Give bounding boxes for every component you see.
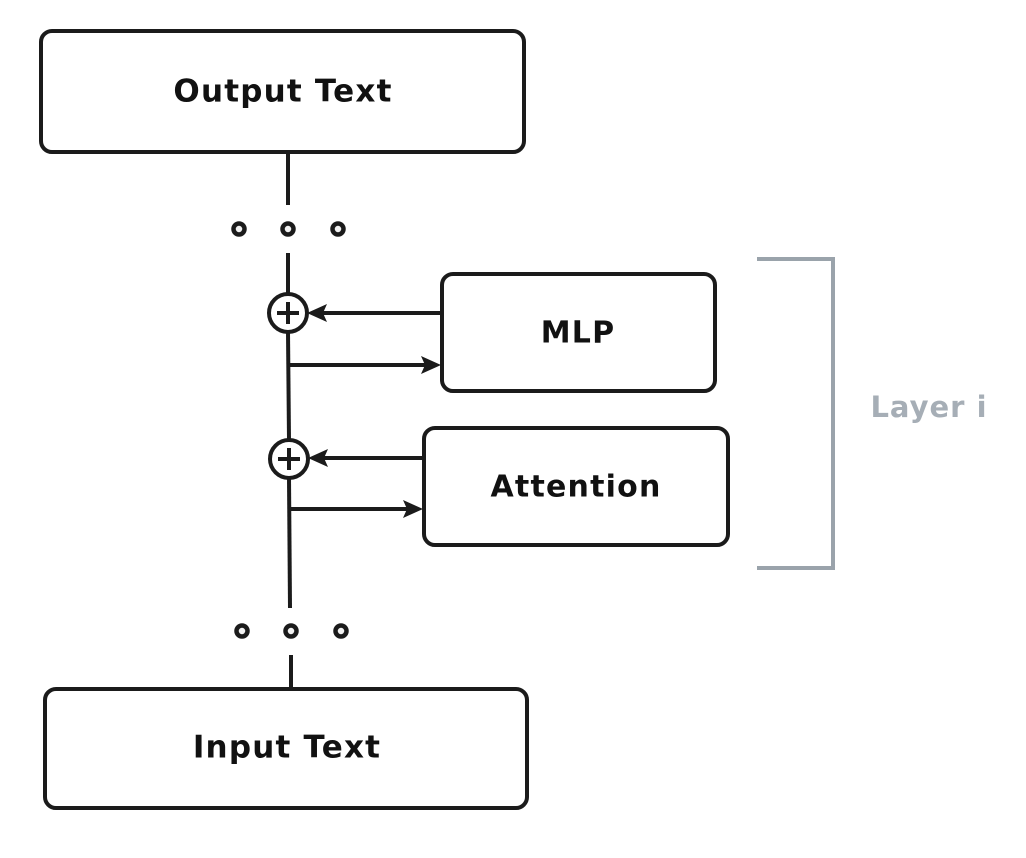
arrowhead-mlp-to-add — [307, 304, 327, 322]
ellipsis-dot-top-right — [330, 221, 346, 237]
node-output-text[interactable]: Output Text — [39, 29, 526, 154]
operator-residual-add-bottom[interactable] — [268, 438, 310, 480]
ellipsis-dot-bottom-left — [234, 623, 250, 639]
ellipsis-dot-bottom-mid — [283, 623, 299, 639]
layer-bracket-group: Layer i — [757, 257, 987, 570]
mlp-box[interactable] — [440, 272, 717, 393]
wire-attn-add-to-ellipsis — [287, 477, 292, 609]
node-mlp[interactable]: MLP — [440, 272, 717, 393]
operator-residual-add-top[interactable] — [267, 292, 309, 334]
wire-mlp-add-to-attn-add — [286, 331, 291, 441]
ellipsis-dot-top-left — [231, 221, 247, 237]
arrowhead-attention-to-add — [308, 449, 328, 467]
output-text-label: Output Text — [173, 74, 392, 110]
mlp-label: MLP — [541, 316, 616, 351]
ellipsis-dot-bottom-right — [333, 623, 349, 639]
ellipsis-dot-top-mid — [280, 221, 296, 237]
mlp-wires — [289, 304, 442, 374]
layer-bracket-label: Layer i — [870, 390, 987, 424]
layer-bracket-icon — [757, 257, 835, 570]
attention-wires — [290, 449, 424, 518]
node-attention[interactable]: Attention — [422, 426, 730, 547]
attention-label: Attention — [491, 470, 662, 505]
ellipsis-top — [231, 221, 346, 237]
arrowhead-stream-to-mlp — [421, 356, 441, 374]
residual-stream-wires — [286, 152, 293, 690]
node-input-text[interactable]: Input Text — [43, 687, 529, 810]
arrowhead-stream-to-attention — [403, 500, 423, 518]
attention-box[interactable] — [422, 426, 730, 547]
input-text-label: Input Text — [193, 730, 381, 766]
output-text-box[interactable] — [39, 29, 526, 154]
ellipsis-bottom — [234, 623, 349, 639]
input-text-box[interactable] — [43, 687, 529, 810]
